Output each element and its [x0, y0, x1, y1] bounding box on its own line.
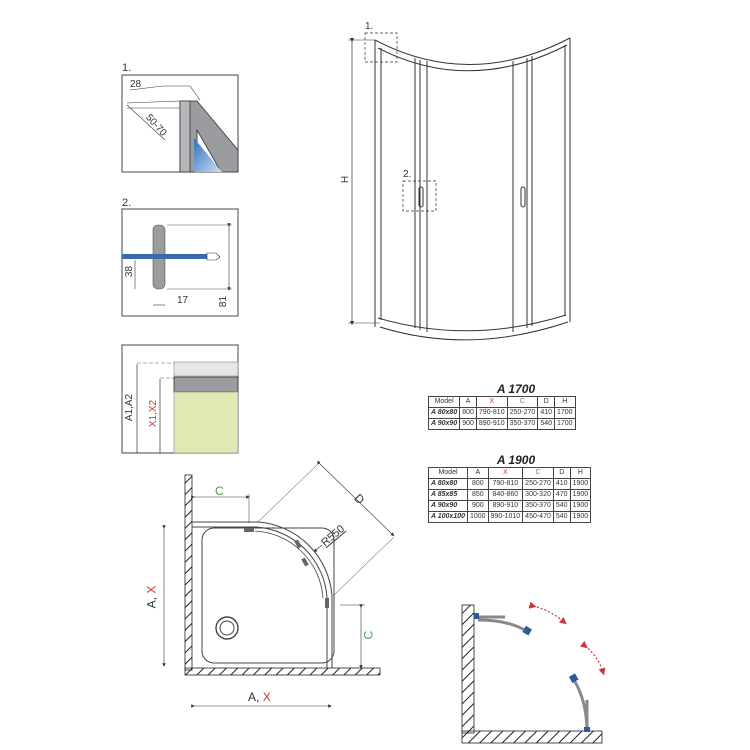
detail-2-label: 2. [122, 197, 132, 209]
front-view-callout-1: 1. [365, 21, 374, 32]
header-d: D [552, 467, 571, 479]
table-row: A 90x90 900 890-910 350-370 540 1700 [427, 418, 576, 430]
table-row: A 80x80 800 790-810 250-270 410 1900 [428, 478, 592, 490]
header-d: D [537, 396, 555, 408]
table-row: A 85x85 850 840-860 300-320 470 1900 [428, 489, 592, 501]
table-row: A 80x80 800 790-810 250-270 410 1700 [427, 407, 576, 419]
table-1700-title: A 1700 [496, 382, 536, 396]
detail-1-label: 1. [122, 62, 132, 74]
header-h: H [569, 467, 592, 479]
table-1900-title: A 1900 [496, 453, 536, 467]
plan-side-label: A, X [144, 585, 159, 609]
detail-2-handle [121, 208, 239, 317]
header-a: A [459, 396, 477, 408]
header-h: H [554, 396, 576, 408]
detail-2-dim-81: 81 [218, 295, 230, 308]
detail-2-dim-38: 38 [124, 265, 136, 278]
header-model: Model [428, 467, 468, 479]
detail-3-label-a: A1,A2 [124, 393, 136, 422]
front-view-height-label: H [340, 175, 352, 184]
header-a: A [467, 467, 489, 479]
header-x: X [487, 467, 524, 479]
front-view-callout-2: 2. [403, 169, 412, 180]
spec-table-1700: Model A X C D H A 80x80 800 790-810 250-… [427, 396, 576, 430]
plan-c-top-label: C [215, 484, 224, 498]
table-row: A 100x100 1000 990-1010 450-470 540 1900 [428, 511, 592, 523]
header-c: C [506, 396, 539, 408]
table-header-row: Model A X C D H [427, 396, 576, 408]
header-x: X [475, 396, 508, 408]
front-view-enclosure [348, 32, 571, 341]
table-row: A 90x90 900 890-910 350-370 540 1900 [428, 500, 592, 512]
detail-3-tray-section [121, 344, 239, 454]
detail-1-dim-width: 28 [130, 79, 142, 90]
header-model: Model [427, 396, 461, 408]
plan-bottom-label: A, X [248, 690, 271, 704]
detail-3-label-x: X1,X2 [148, 399, 160, 428]
detail-1-profile [121, 74, 239, 173]
door-swing-diagram [461, 601, 606, 744]
spec-table-1900: Model A X C D H A 80x80 800 790-810 250-… [428, 467, 592, 523]
plan-view-enclosure [162, 460, 395, 708]
plan-c-right-label: C [361, 630, 376, 640]
table-header-row: Model A X C D H [428, 467, 592, 479]
header-c: C [522, 467, 554, 479]
detail-2-dim-17: 17 [177, 295, 189, 306]
